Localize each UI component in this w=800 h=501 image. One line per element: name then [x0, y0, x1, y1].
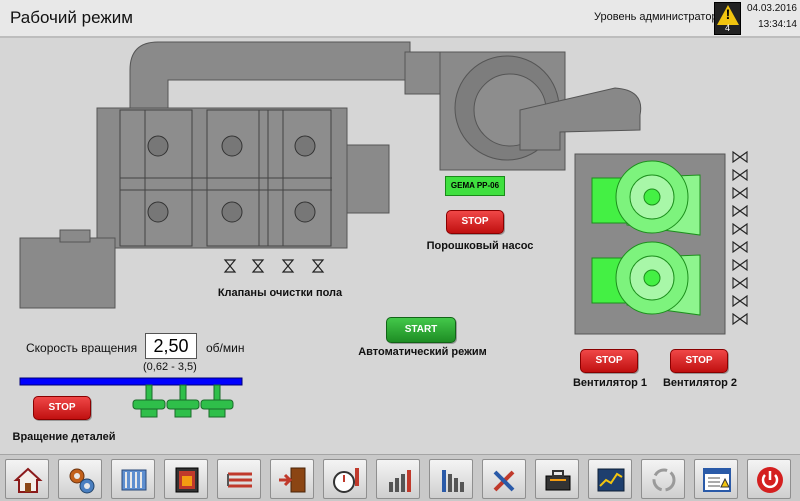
heating-elements-button[interactable]	[217, 459, 261, 499]
trend-chart-icon	[597, 468, 625, 492]
conveyor-rail	[19, 377, 243, 386]
fan1-caption: Вентилятор 1	[572, 377, 648, 389]
oven-button[interactable]	[164, 459, 208, 499]
rotation-speed-unit: об/мин	[206, 341, 245, 355]
alarm-indicator-button[interactable]: ! 4	[714, 2, 741, 35]
pump-stop-button[interactable]: STOP	[446, 210, 504, 234]
toolbox-button[interactable]	[535, 459, 579, 499]
fan2-stop-button[interactable]: STOP	[670, 349, 728, 373]
bottom-toolbar	[0, 454, 800, 501]
auto-mode-start-button[interactable]: START	[386, 317, 456, 343]
valves-caption: Клапаны очистки пола	[217, 287, 343, 299]
trend-button[interactable]	[588, 459, 632, 499]
floor-valves	[223, 259, 325, 273]
tools-icon	[493, 470, 515, 492]
home-button[interactable]	[5, 459, 49, 499]
rising-levels-button[interactable]	[376, 459, 420, 499]
fan2-caption: Вентилятор 2	[662, 377, 738, 389]
exit-door-icon	[279, 467, 306, 493]
settings-gears-icon	[69, 468, 95, 494]
fan1-stop-button[interactable]: STOP	[580, 349, 638, 373]
pump-caption: Порошковый насос	[426, 240, 534, 252]
cycle-icon	[652, 468, 676, 492]
date-display: 04.03.2016	[746, 3, 797, 14]
home-icon	[13, 467, 43, 493]
oven-icon	[175, 467, 199, 493]
fan-1	[591, 160, 701, 236]
falling-levels-icon	[442, 470, 464, 492]
alarm-count: 4	[724, 23, 730, 33]
exit-button[interactable]	[270, 459, 314, 499]
timer-button[interactable]	[323, 459, 367, 499]
alarm-list-icon	[703, 468, 731, 492]
rotation-caption: Вращение деталей	[12, 431, 116, 443]
warning-icon: !	[717, 5, 739, 25]
header-bar: Рабочий режим Уровень администратора ! 4…	[0, 0, 800, 38]
rotation-speed-label: Скорость вращения	[26, 341, 138, 355]
rotation-speed-range: (0,62 - 3,5)	[143, 361, 197, 373]
falling-levels-button[interactable]	[429, 459, 473, 499]
rotation-speed-input[interactable]: 2,50	[145, 333, 197, 359]
heat-exchanger-icon	[121, 469, 147, 491]
page-title: Рабочий режим	[10, 8, 133, 27]
cycle-button[interactable]	[641, 459, 685, 499]
pump-device-label: GEMA PP-06	[445, 176, 505, 196]
process-diagram	[19, 41, 748, 418]
toolbox-icon	[545, 470, 571, 491]
part-hangers	[132, 384, 234, 418]
heating-elements-icon	[227, 472, 252, 488]
process-scene: GEMA PP-06 STOP Порошковый насос Клапаны…	[0, 40, 800, 460]
rotation-stop-button[interactable]: STOP	[33, 396, 91, 420]
power-button[interactable]	[747, 459, 791, 499]
alarm-list-button[interactable]	[694, 459, 738, 499]
auto-mode-caption: Автоматический режим	[358, 346, 487, 358]
settings-button[interactable]	[58, 459, 102, 499]
fan-2	[591, 241, 701, 316]
time-display: 13:34:14	[758, 19, 797, 30]
power-icon	[757, 467, 783, 493]
timer-temperature-icon	[333, 468, 359, 493]
tools-button[interactable]	[482, 459, 526, 499]
rising-levels-icon	[389, 470, 411, 492]
access-level-label: Уровень администратора	[594, 11, 724, 23]
heat-exchanger-button[interactable]	[111, 459, 155, 499]
